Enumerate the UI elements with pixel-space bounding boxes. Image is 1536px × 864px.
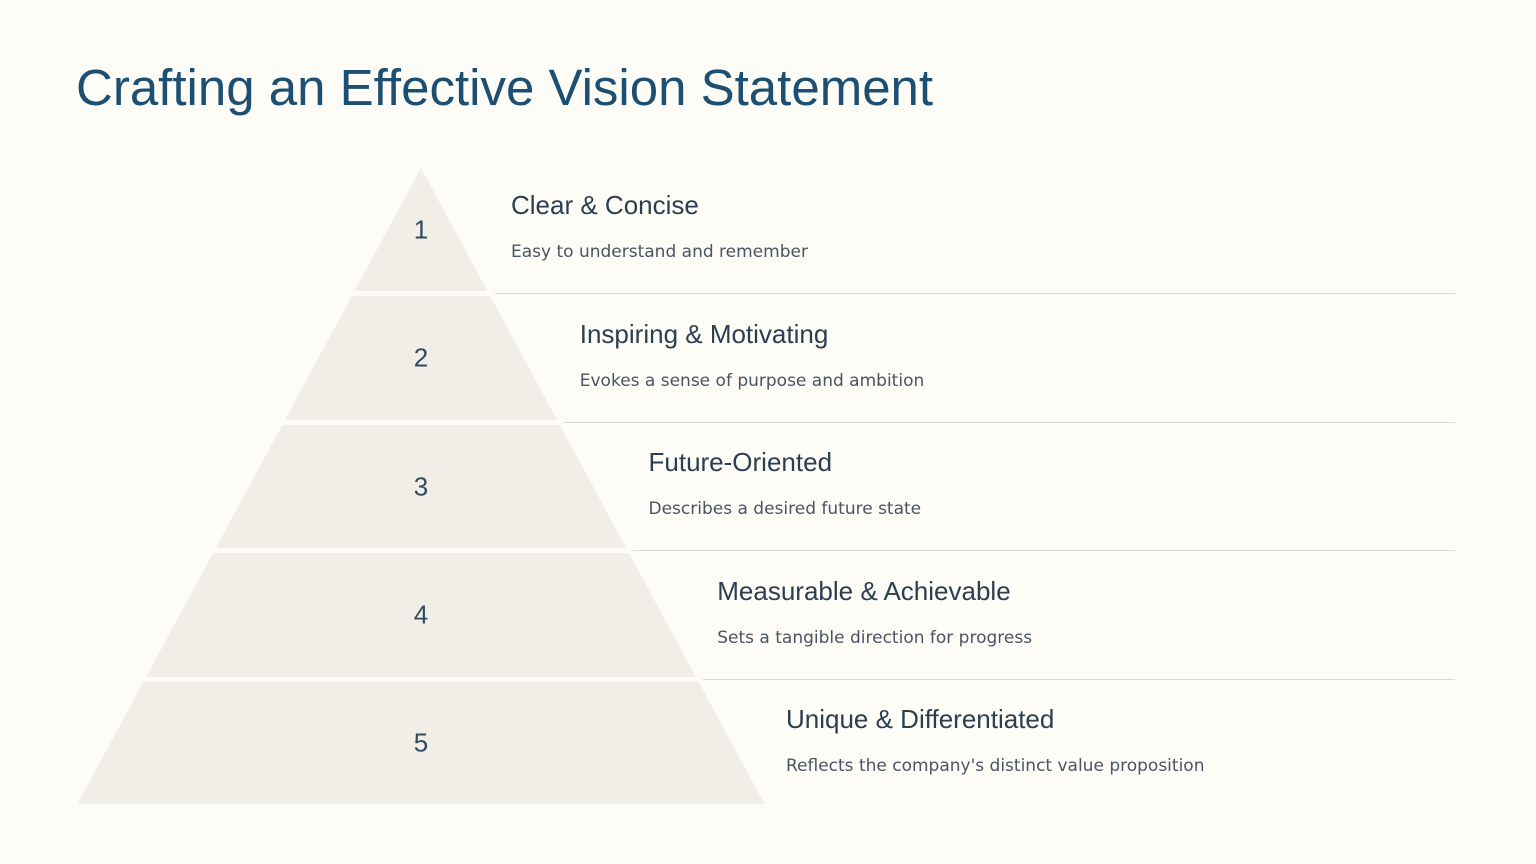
tier-heading: Inspiring & Motivating: [579, 318, 829, 349]
tier-heading: Unique & Differentiated: [786, 704, 1055, 734]
slide-title: Crafting an Effective Vision Statement: [76, 59, 934, 116]
pyramid-tier-5: [77, 682, 765, 804]
tier-description: Sets a tangible direction for progress: [717, 627, 1033, 648]
tier-description: Reflects the company's distinct value pr…: [786, 756, 1205, 776]
tier-number: 1: [413, 214, 429, 244]
pyramid-tier-1: [354, 168, 488, 291]
tier-divider: [702, 679, 1455, 680]
tier-number: 2: [413, 342, 429, 373]
pyramid-tier-2: [284, 296, 558, 420]
tier-heading: Future-Oriented: [648, 447, 833, 477]
tier-heading: Clear & Concise: [511, 190, 699, 220]
tier-heading: Measurable & Achievable: [717, 575, 1011, 606]
tier-number: 5: [413, 727, 429, 758]
tier-description: Describes a desired future state: [648, 499, 922, 519]
tier-divider: [633, 550, 1455, 551]
tier-divider: [494, 293, 1455, 294]
tier-number: 3: [413, 471, 429, 501]
tier-description: Evokes a sense of purpose and ambition: [579, 370, 925, 391]
pyramid-tier-3: [215, 425, 627, 548]
pyramid-tier-4: [146, 553, 696, 677]
tier-divider: [564, 422, 1455, 423]
tier-description: Easy to understand and remember: [511, 242, 808, 262]
tier-number: 4: [413, 599, 429, 630]
